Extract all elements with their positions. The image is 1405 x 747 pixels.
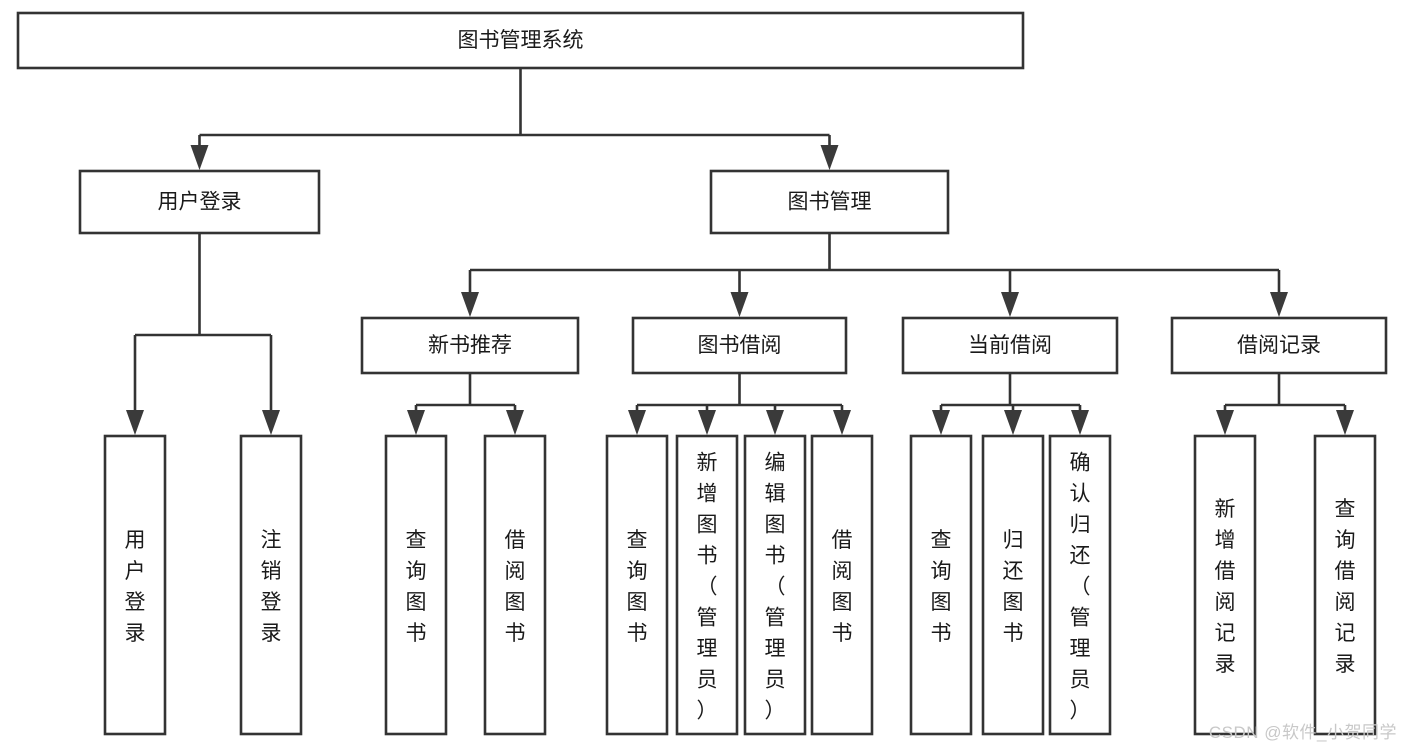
node-book-borrow[interactable]: 图书借阅 bbox=[631, 316, 848, 375]
node-box[interactable] bbox=[16, 11, 1025, 70]
node-leaf-borrow-book-2[interactable]: 借阅图书 bbox=[810, 434, 874, 736]
arrow-head-icon bbox=[698, 410, 716, 435]
connector-group-current-borrow bbox=[932, 373, 1089, 435]
connector-group-book-borrow bbox=[628, 373, 851, 435]
node-label: 查询借阅记录 bbox=[1335, 498, 1356, 676]
node-box[interactable] bbox=[675, 434, 739, 736]
node-label: 注销登录 bbox=[261, 529, 282, 645]
arrow-head-icon bbox=[1270, 292, 1288, 317]
arrow-head-icon bbox=[506, 410, 524, 435]
watermark-text: CSDN @软件_小贺同学 bbox=[1208, 723, 1397, 742]
node-label: 新增图书（管理员） bbox=[697, 452, 718, 723]
connector-group-root bbox=[190, 68, 839, 170]
node-leaf-edit-book[interactable]: 编辑图书（管理员） bbox=[743, 434, 807, 736]
node-label: 借阅图书 bbox=[505, 529, 526, 645]
node-leaf-add-record[interactable]: 新增借阅记录 bbox=[1193, 434, 1257, 736]
connector-group-new-book-rec bbox=[407, 373, 524, 435]
node-leaf-return-book[interactable]: 归还图书 bbox=[981, 434, 1045, 736]
node-box[interactable] bbox=[743, 434, 807, 736]
node-leaf-borrow-book-1[interactable]: 借阅图书 bbox=[483, 434, 547, 736]
node-leaf-query-book-3[interactable]: 查询图书 bbox=[909, 434, 973, 736]
node-label: 编辑图书（管理员） bbox=[765, 452, 786, 723]
arrow-head-icon bbox=[730, 292, 749, 317]
node-borrow-record[interactable]: 借阅记录 bbox=[1170, 316, 1388, 375]
node-label: 图书管理 bbox=[788, 191, 872, 214]
node-leaf-add-book[interactable]: 新增图书（管理员） bbox=[675, 434, 739, 736]
node-leaf-query-book-1[interactable]: 查询图书 bbox=[384, 434, 448, 736]
node-current-borrow[interactable]: 当前借阅 bbox=[901, 316, 1119, 375]
arrow-head-icon bbox=[628, 410, 646, 435]
node-leaf-confirm-return[interactable]: 确认归还（管理员） bbox=[1048, 434, 1112, 736]
connector-group-book-manage bbox=[461, 233, 1288, 317]
connector-group-borrow-record bbox=[1216, 373, 1354, 435]
node-new-book-rec[interactable]: 新书推荐 bbox=[360, 316, 580, 375]
node-leaf-user-logout[interactable]: 注销登录 bbox=[239, 434, 303, 736]
node-box[interactable] bbox=[605, 434, 669, 736]
node-root[interactable]: 图书管理系统 bbox=[16, 11, 1025, 70]
node-box[interactable] bbox=[1170, 316, 1388, 375]
arrow-head-icon bbox=[1004, 410, 1022, 435]
node-box[interactable] bbox=[981, 434, 1045, 736]
node-leaf-query-book-2[interactable]: 查询图书 bbox=[605, 434, 669, 736]
node-label: 新增借阅记录 bbox=[1215, 498, 1236, 676]
node-box[interactable] bbox=[103, 434, 167, 736]
node-label: 图书管理系统 bbox=[458, 29, 584, 52]
node-label: 归还图书 bbox=[1003, 529, 1024, 645]
node-label: 查询图书 bbox=[931, 529, 952, 645]
node-box[interactable] bbox=[631, 316, 848, 375]
arrow-head-icon bbox=[820, 145, 839, 170]
connector-group-user-login bbox=[126, 233, 280, 435]
node-book-manage[interactable]: 图书管理 bbox=[709, 169, 950, 235]
arrow-head-icon bbox=[766, 410, 784, 435]
node-box[interactable] bbox=[360, 316, 580, 375]
node-box[interactable] bbox=[1048, 434, 1112, 736]
node-label: 借阅图书 bbox=[832, 529, 853, 645]
node-label: 当前借阅 bbox=[968, 334, 1052, 357]
node-box[interactable] bbox=[483, 434, 547, 736]
node-leaf-user-login[interactable]: 用户登录 bbox=[103, 434, 167, 736]
arrow-head-icon bbox=[461, 292, 479, 317]
node-label: 图书借阅 bbox=[698, 334, 782, 357]
arrow-head-icon bbox=[1001, 292, 1019, 317]
node-layer: 图书管理系统用户登录图书管理新书推荐图书借阅当前借阅借阅记录用户登录注销登录查询… bbox=[16, 11, 1388, 736]
arrow-head-icon bbox=[833, 410, 851, 435]
node-label: 用户登录 bbox=[125, 529, 146, 645]
node-user-login[interactable]: 用户登录 bbox=[78, 169, 321, 235]
node-box[interactable] bbox=[909, 434, 973, 736]
node-label: 用户登录 bbox=[158, 191, 242, 214]
node-label: 查询图书 bbox=[406, 529, 427, 645]
node-box[interactable] bbox=[1193, 434, 1257, 736]
arrow-head-icon bbox=[1216, 410, 1234, 435]
arrow-head-icon bbox=[190, 145, 209, 170]
node-box[interactable] bbox=[901, 316, 1119, 375]
arrow-head-icon bbox=[126, 410, 144, 435]
node-box[interactable] bbox=[384, 434, 448, 736]
arrow-head-icon bbox=[262, 410, 280, 435]
node-box[interactable] bbox=[78, 169, 321, 235]
node-label: 查询图书 bbox=[627, 529, 648, 645]
arrow-head-icon bbox=[1071, 410, 1089, 435]
node-box[interactable] bbox=[239, 434, 303, 736]
node-box[interactable] bbox=[709, 169, 950, 235]
node-box[interactable] bbox=[810, 434, 874, 736]
node-label: 借阅记录 bbox=[1237, 334, 1321, 357]
node-label: 新书推荐 bbox=[428, 334, 512, 357]
arrow-head-icon bbox=[407, 410, 425, 435]
arrow-head-icon bbox=[932, 410, 950, 435]
node-box[interactable] bbox=[1313, 434, 1377, 736]
connector-layer bbox=[126, 68, 1354, 435]
arrow-head-icon bbox=[1336, 410, 1354, 435]
node-label: 确认归还（管理员） bbox=[1070, 452, 1091, 723]
node-leaf-query-record[interactable]: 查询借阅记录 bbox=[1313, 434, 1377, 736]
